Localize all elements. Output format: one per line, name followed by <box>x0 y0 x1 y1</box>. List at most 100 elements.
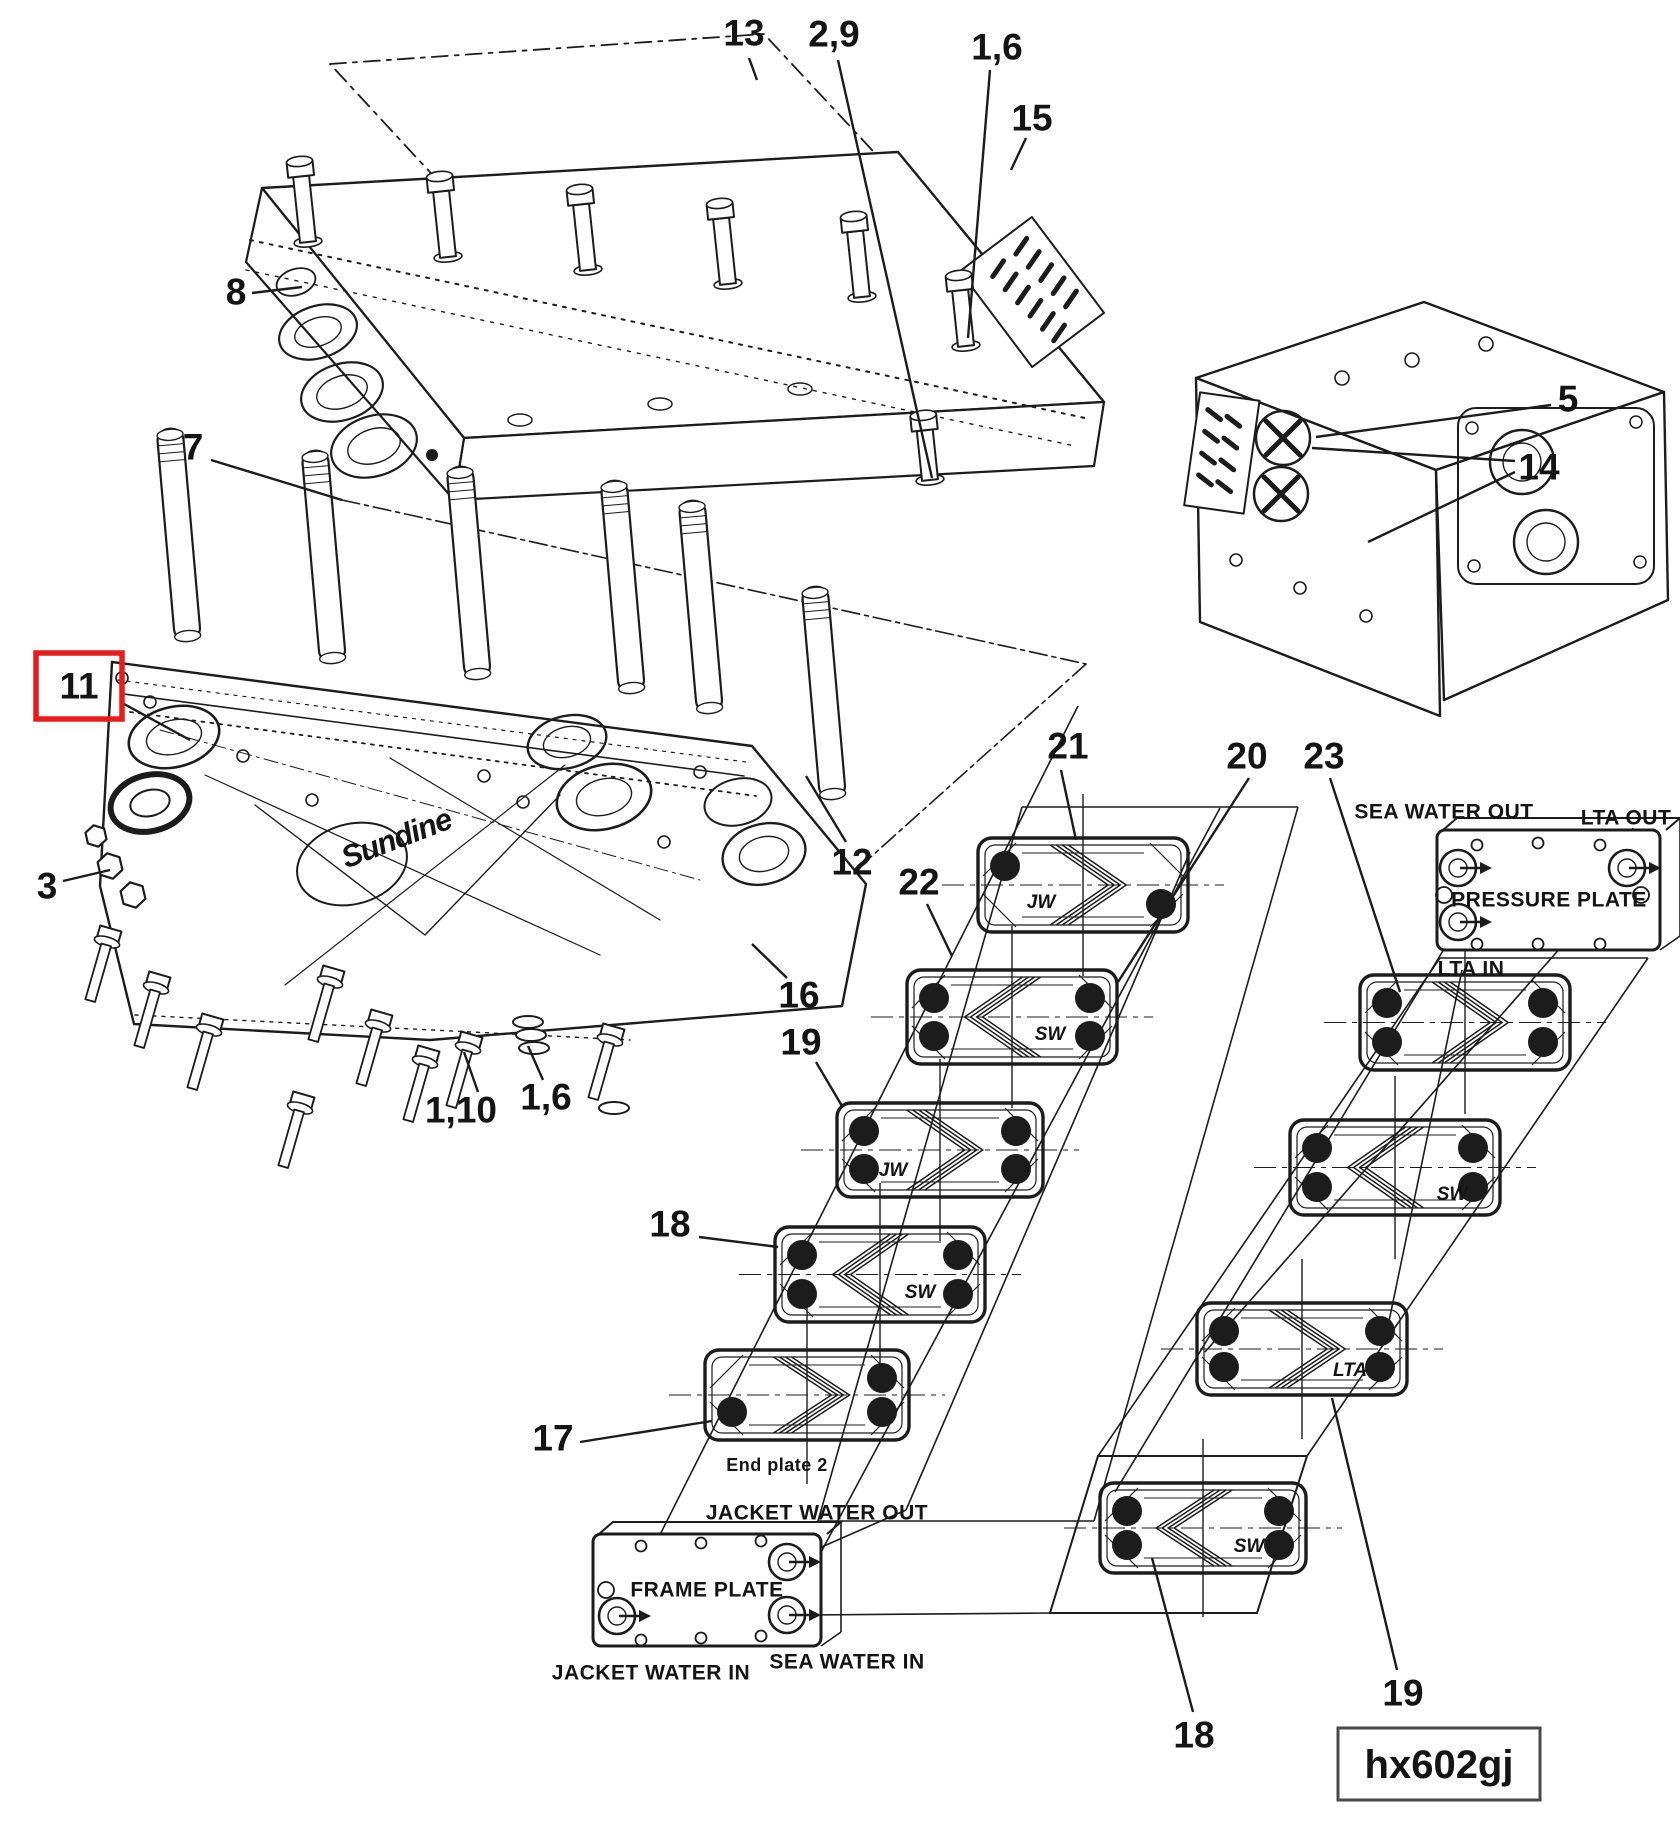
gasket-port-dot <box>1365 1316 1395 1346</box>
flow-label: JACKET WATER OUT <box>706 1502 928 1525</box>
flow-line <box>1114 925 1459 1493</box>
stud <box>678 499 724 715</box>
leader-line <box>1330 1397 1399 1671</box>
callout-12[interactable]: 12 <box>804 775 873 883</box>
callout-1-6[interactable]: 1,6 <box>520 1045 572 1118</box>
callout-2-9[interactable]: 2,9 <box>808 14 934 479</box>
callout-7[interactable]: 7 <box>183 427 343 502</box>
gasket-port-dot <box>943 1240 973 1270</box>
bolt <box>839 210 877 303</box>
pressure-plate: PRESSURE PLATE <box>1435 817 1680 952</box>
pressure-plate-label: PRESSURE PLATE <box>1451 889 1647 912</box>
gasket-port-dot <box>1372 988 1402 1018</box>
plate-jw-2: JW <box>801 1059 1079 1241</box>
bolt <box>705 197 743 290</box>
leader-line <box>698 1235 779 1249</box>
callout-number: 17 <box>532 1418 573 1459</box>
plate-flow-label: LTA <box>1333 1360 1367 1381</box>
unit-end-face <box>1434 390 1670 702</box>
callout-20[interactable]: 20 <box>1116 736 1268 983</box>
leader-line <box>1116 777 1251 983</box>
bolt <box>565 183 603 276</box>
callout-23[interactable]: 23 <box>1303 736 1402 993</box>
hex-bolt <box>307 964 346 1043</box>
leader-line <box>251 285 303 295</box>
gasket-port-dot <box>1365 1352 1395 1382</box>
callout-number: 19 <box>780 1022 821 1063</box>
leader-line <box>1315 403 1552 439</box>
gasket-port-dot <box>1001 1116 1031 1146</box>
callout-13[interactable]: 13 <box>723 13 765 81</box>
stud <box>801 585 847 801</box>
callout-18[interactable]: 18 <box>649 1204 779 1249</box>
left-face-ports <box>275 267 438 479</box>
leader-line <box>1367 470 1516 544</box>
gasket-port-dot <box>867 1397 897 1427</box>
callout-number: 1,6 <box>520 1077 571 1118</box>
callout-3[interactable]: 3 <box>37 866 111 907</box>
callout-19[interactable]: 19 <box>1330 1397 1424 1714</box>
gasket-port-dot <box>1302 1133 1332 1163</box>
leader-line <box>747 57 759 81</box>
hex-bolt <box>84 924 123 1003</box>
gasket-port-dot <box>1264 1530 1294 1560</box>
callout-number: 12 <box>831 842 872 883</box>
nameplate-sticker <box>958 216 1106 368</box>
gasket-port-dot <box>717 1397 747 1427</box>
callout-number: 1,6 <box>971 27 1022 68</box>
plate-sw-4: SW <box>1064 1439 1342 1617</box>
callout-16[interactable]: 16 <box>751 943 820 1016</box>
gasket-port-dot <box>1075 1021 1105 1051</box>
highlight-box <box>33 650 125 722</box>
leader-line <box>62 868 111 883</box>
stud <box>446 465 492 681</box>
unit-front-ports <box>1229 409 1373 623</box>
plate-sw-2: SW <box>739 1183 1021 1366</box>
hex-bolt <box>277 1090 316 1169</box>
hex-bolt <box>355 1008 394 1087</box>
callout-1-10[interactable]: 1,10 <box>425 1051 497 1131</box>
callout-15[interactable]: 15 <box>1009 98 1053 171</box>
callout-19[interactable]: 19 <box>780 1022 844 1107</box>
frame-plate-label: FRAME PLATE <box>630 1579 783 1602</box>
gasket-port-dot <box>1112 1496 1142 1526</box>
flow-label: LTA IN <box>1438 958 1505 981</box>
plate-flow-label: SW <box>905 1282 938 1303</box>
washer <box>515 1028 547 1042</box>
gasket-port-dot <box>919 983 949 1013</box>
upper-assembly <box>244 33 1106 502</box>
plate-lta-1 <box>1324 931 1606 1114</box>
hex-nut <box>84 824 108 848</box>
stud <box>301 449 347 665</box>
leader-line <box>462 1051 480 1093</box>
gasket-port-dot <box>1001 1154 1031 1184</box>
callout-number: 2,9 <box>808 14 859 55</box>
callout-number: 7 <box>183 427 204 468</box>
gasket-port-dot <box>1112 1530 1142 1560</box>
callout-22[interactable]: 22 <box>898 862 954 957</box>
callout-number: 5 <box>1558 379 1579 420</box>
frame-ports <box>107 704 807 907</box>
callout-18[interactable]: 18 <box>1150 1557 1215 1756</box>
gasket-port-dot <box>1528 1027 1558 1057</box>
callout-11[interactable]: 11 <box>33 650 191 742</box>
callout-number: 13 <box>723 13 764 54</box>
callout-17[interactable]: 17 <box>532 1418 713 1459</box>
callout-8[interactable]: 8 <box>226 272 303 313</box>
hex-bolt <box>133 970 172 1049</box>
gasket-port-dot <box>990 851 1020 881</box>
callout-1-6[interactable]: 1,6 <box>966 27 1023 339</box>
frame-face <box>98 660 868 1042</box>
gasket-port-dot <box>867 1363 897 1393</box>
callout-5[interactable]: 5 <box>1315 379 1579 439</box>
gasket-port-dot <box>1372 1027 1402 1057</box>
hex-bolt <box>186 1012 225 1091</box>
flow-line <box>1204 871 1628 1353</box>
callout-14[interactable]: 14 <box>1311 447 1560 544</box>
gasket-port-dot <box>1528 988 1558 1018</box>
leader-line <box>579 1419 713 1444</box>
callout-21[interactable]: 21 <box>1047 726 1089 841</box>
